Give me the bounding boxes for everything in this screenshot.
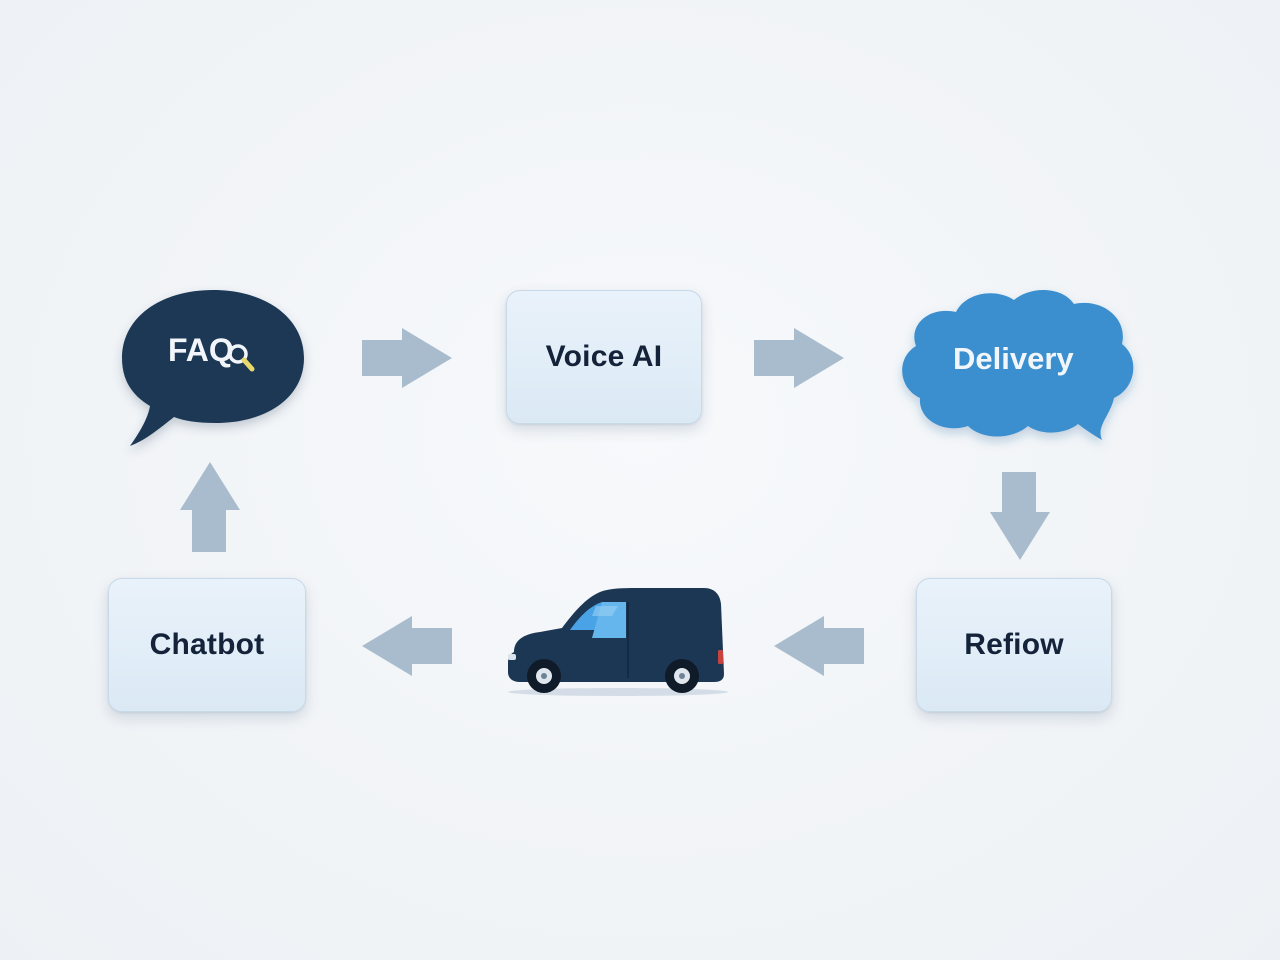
- delivery-label: Delivery: [953, 341, 1074, 376]
- refiow-label: Refiow: [964, 628, 1064, 661]
- faq-speech-bubble-shape: [122, 290, 304, 446]
- van-node: [500, 582, 732, 700]
- arrow-faq-to-voice-ai: [362, 328, 452, 388]
- voice-ai-node: Voice AI: [506, 290, 702, 424]
- chatbot-label: Chatbot: [149, 628, 265, 661]
- arrow-refiow-to-van: [774, 616, 864, 676]
- delivery-van-icon: [508, 588, 728, 696]
- magnifier-icon: [228, 344, 255, 372]
- faq-label: FAQ: [168, 332, 234, 368]
- voice-ai-label: Voice AI: [545, 340, 663, 373]
- arrow-chatbot-to-faq: [180, 462, 240, 552]
- arrow-voice-ai-to-delivery: [754, 328, 844, 388]
- faq-node: FAQ: [118, 288, 308, 448]
- delivery-cloud-shape: [902, 289, 1134, 440]
- delivery-node: Delivery: [896, 284, 1136, 446]
- arrow-delivery-to-refiow: [990, 472, 1050, 560]
- arrow-van-to-chatbot: [362, 616, 452, 676]
- refiow-node: Refiow: [916, 578, 1112, 712]
- chatbot-node: Chatbot: [108, 578, 306, 712]
